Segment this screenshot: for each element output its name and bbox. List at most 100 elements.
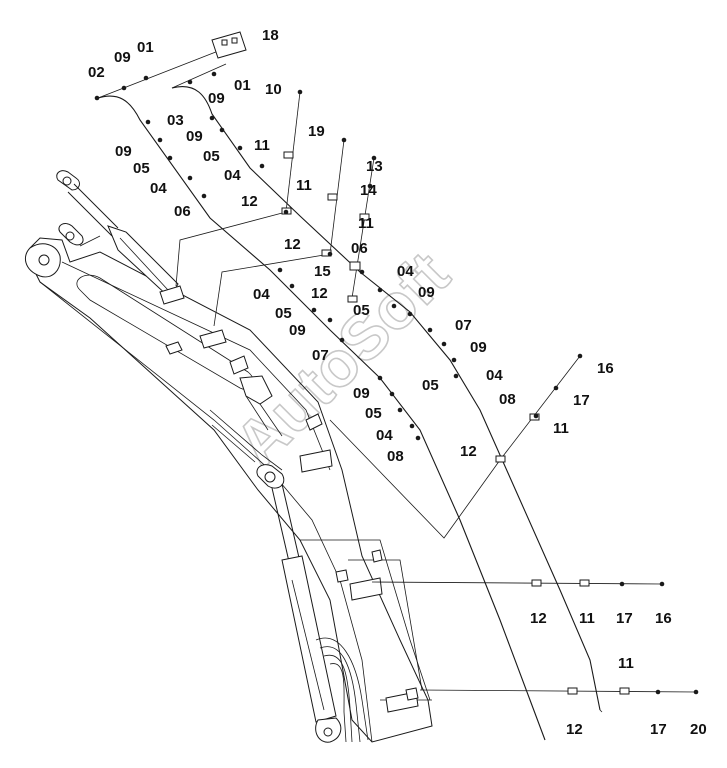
connection-dot — [371, 155, 377, 161]
connection-dot — [327, 251, 333, 257]
connection-dot — [311, 307, 317, 313]
part-number-label: 04 — [376, 427, 393, 444]
connection-dots — [94, 71, 699, 695]
connection-dot — [359, 269, 365, 275]
part-number-label: 14 — [360, 182, 377, 199]
part-number-label: 04 — [486, 367, 503, 384]
part-number-label: 20 — [690, 721, 707, 738]
part-number-label: 12 — [530, 610, 547, 627]
part-number-label: 10 — [265, 81, 282, 98]
part-number-label: 08 — [499, 391, 516, 408]
connection-dot — [409, 423, 415, 429]
connection-dot — [209, 115, 215, 121]
connection-dot — [297, 89, 303, 95]
part-number-label: 09 — [353, 385, 370, 402]
part-number-label: 09 — [115, 143, 132, 160]
part-number-label: 09 — [470, 339, 487, 356]
part-number-label: 07 — [312, 347, 329, 364]
connection-dot — [533, 413, 539, 419]
connection-dot — [367, 183, 373, 189]
part-number-label: 05 — [422, 377, 439, 394]
connection-dot — [283, 209, 289, 215]
part-number-label: 11 — [358, 215, 374, 232]
part-number-label: 18 — [262, 27, 279, 44]
part-number-label: 04 — [150, 180, 167, 197]
part-number-label: 11 — [254, 137, 270, 154]
connection-dot — [289, 283, 295, 289]
part-number-label: 13 — [366, 158, 383, 175]
part-number-label: 12 — [566, 721, 583, 738]
part-number-label: 16 — [597, 360, 614, 377]
part-number-label: 01 — [234, 77, 251, 94]
part-number-label: 04 — [253, 286, 270, 303]
connection-dot — [211, 71, 217, 77]
connection-dot — [145, 119, 151, 125]
connection-dot — [157, 137, 163, 143]
part-number-label: 12 — [241, 193, 258, 210]
connection-dot — [655, 689, 661, 695]
connection-dot — [341, 137, 347, 143]
connection-dot — [121, 85, 127, 91]
connection-dot — [94, 95, 100, 101]
part-number-label: 01 — [137, 39, 154, 56]
hose-lines — [97, 47, 697, 741]
connection-dot — [619, 581, 625, 587]
connection-dot — [415, 435, 421, 441]
part-number-label: 05 — [275, 305, 292, 322]
part-number-label: 06 — [174, 203, 191, 220]
part-number-label: 19 — [308, 123, 325, 140]
connection-dot — [659, 581, 665, 587]
part-number-label: 02 — [88, 64, 105, 81]
lower-hose-bundle — [315, 637, 369, 743]
part-number-label: 11 — [579, 610, 595, 627]
part-number-label: 05 — [353, 302, 370, 319]
part-number-label: 09 — [289, 322, 306, 339]
connection-dot — [219, 127, 225, 133]
connection-dot — [389, 391, 395, 397]
connection-dot — [453, 373, 459, 379]
part-number-label: 17 — [616, 610, 633, 627]
connection-dot — [201, 193, 207, 199]
connection-dot — [237, 145, 243, 151]
part-number-label: 12 — [460, 443, 477, 460]
part-number-label: 06 — [351, 240, 368, 257]
part-number-label: 12 — [311, 285, 328, 302]
connection-dot — [451, 357, 457, 363]
fittings — [211, 31, 630, 695]
connection-dot — [167, 155, 173, 161]
part-number-label: 11 — [296, 177, 312, 194]
part-number-label: 12 — [284, 236, 301, 253]
connection-dot — [377, 375, 383, 381]
part-number-label: 09 — [208, 90, 225, 107]
connection-dot — [259, 163, 265, 169]
part-number-label: 07 — [455, 317, 472, 334]
part-number-label: 05 — [133, 160, 150, 177]
connection-dot — [391, 303, 397, 309]
part-number-label: 04 — [224, 167, 241, 184]
part-number-label: 09 — [114, 49, 131, 66]
connection-dot — [377, 287, 383, 293]
connection-dot — [441, 341, 447, 347]
connection-dot — [553, 385, 559, 391]
connection-dot — [143, 75, 149, 81]
part-number-label: 09 — [418, 284, 435, 301]
part-number-label: 05 — [203, 148, 220, 165]
part-number-label: 05 — [365, 405, 382, 422]
part-number-label: 15 — [314, 263, 331, 280]
connection-dot — [187, 79, 193, 85]
connection-dot — [397, 407, 403, 413]
connection-dot — [187, 175, 193, 181]
connection-dot — [427, 327, 433, 333]
connection-dot — [339, 337, 345, 343]
connection-dot — [693, 689, 699, 695]
part-number-label: 09 — [186, 128, 203, 145]
part-number-label: 17 — [650, 721, 667, 738]
part-number-label: 04 — [397, 263, 414, 280]
connection-dot — [577, 353, 583, 359]
arm-cylinder — [256, 464, 342, 743]
part-number-label: 03 — [167, 112, 184, 129]
part-number-label: 08 — [387, 448, 404, 465]
